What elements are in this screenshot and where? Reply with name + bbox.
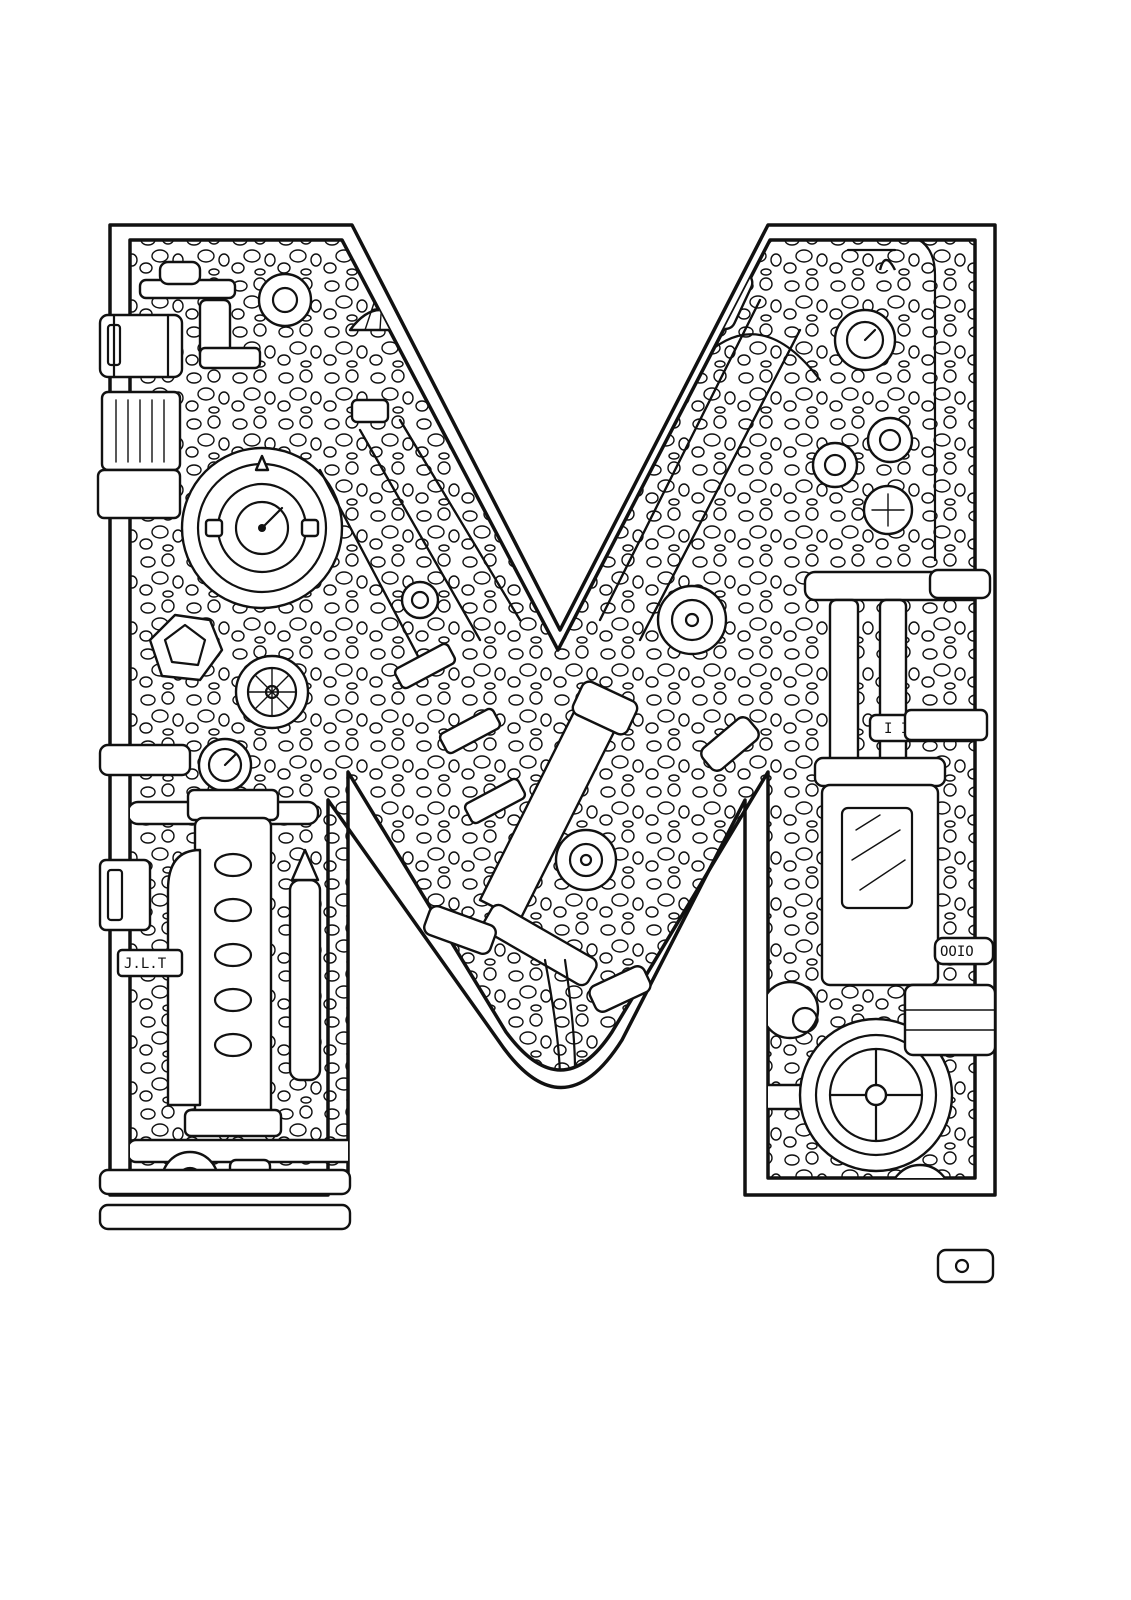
center-wrench-assembly [480, 679, 640, 1080]
big-pressure-gauge-icon [182, 448, 342, 608]
right-protruding-parts: OOIO [905, 570, 995, 1282]
diagonal-piston-assembly-left [320, 298, 527, 825]
right-lower-plate-text-outer: OOIO [940, 944, 974, 960]
left-protruding-parts: J.L.T [98, 315, 350, 1229]
right-gauge-tank [815, 758, 945, 985]
left-plate-text: J.L.T [124, 956, 167, 972]
tall-cylinder-tank [185, 790, 281, 1136]
wheel-icon [236, 656, 308, 728]
letter-m-outer-outline [110, 225, 995, 1195]
machinery-fill: I IE IC OOIO [130, 240, 975, 1178]
center-protruding-parts [422, 714, 762, 1014]
